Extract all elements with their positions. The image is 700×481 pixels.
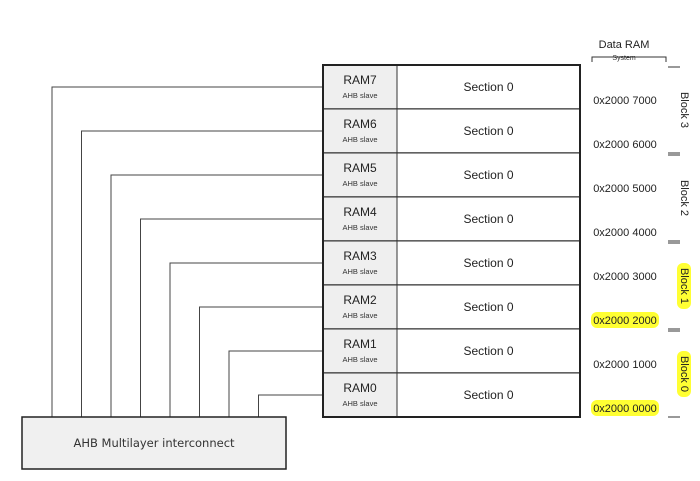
interconnect-box: [21, 416, 287, 470]
ram-cell: [322, 108, 398, 154]
section-cell: [396, 196, 581, 242]
ram-cell: [322, 372, 398, 418]
system-bracket: [591, 56, 667, 62]
ram-cell: [322, 64, 398, 110]
bus-wire: [228, 350, 323, 417]
section-label: Section 0: [463, 388, 513, 402]
block-label: Block 3: [678, 92, 690, 128]
address-label: 0x2000 7000: [593, 95, 657, 107]
block-bracket: [668, 330, 680, 418]
bus-wire: [81, 130, 323, 417]
block-brackets: Block 3 Block 2 Block 1 Block 0: [668, 66, 691, 418]
data-ram-title: Data RAM: [599, 39, 650, 51]
ram-name: RAM3: [343, 249, 377, 263]
address-label: 0x2000 2000: [593, 315, 657, 327]
ram-role: AHB slave: [342, 311, 377, 320]
section-cell: [396, 372, 581, 418]
address-label: 0x2000 6000: [593, 139, 657, 151]
address-highlight: [591, 400, 659, 416]
section-label: Section 0: [463, 80, 513, 94]
ram-name: RAM7: [343, 73, 377, 87]
address-label: 0x2000 3000: [593, 271, 657, 283]
address-labels: 0x2000 7000 0x2000 6000 0x2000 5000 0x2000 …: [591, 95, 659, 416]
section-label: Section 0: [463, 212, 513, 226]
bus-wire: [140, 218, 323, 417]
ram-name: RAM2: [343, 293, 377, 307]
ram-cell: [322, 284, 398, 330]
block-bracket: [668, 154, 680, 242]
block-label: Block 1: [678, 268, 690, 304]
bus-wire: [110, 174, 323, 417]
bus-wire: [199, 306, 323, 417]
section-label: Section 0: [463, 124, 513, 138]
section-label: Section 0: [463, 344, 513, 358]
ram-cell: [322, 240, 398, 286]
ram-cell: [322, 328, 398, 374]
section-cell: [396, 240, 581, 286]
block-highlight: [677, 351, 691, 397]
ram-cell: [322, 152, 398, 198]
bus-wire: [169, 262, 323, 417]
ram-name: RAM6: [343, 117, 377, 131]
ram-name: RAM5: [343, 161, 377, 175]
ram-role: AHB slave: [342, 223, 377, 232]
section-cell: [396, 152, 581, 198]
block-label: Block 2: [678, 180, 690, 216]
section-cell: [396, 284, 581, 330]
ram-frame: [322, 64, 581, 418]
address-label: 0x2000 5000: [593, 183, 657, 195]
section-label: Section 0: [463, 168, 513, 182]
block-bracket: [668, 66, 680, 154]
section-label: Section 0: [463, 256, 513, 270]
ram-name: RAM1: [343, 337, 377, 351]
ram-name: RAM4: [343, 205, 377, 219]
block-label: Block 0: [678, 356, 690, 392]
address-highlight: [591, 312, 659, 328]
bus-wires: [51, 86, 323, 417]
ram-role: AHB slave: [342, 355, 377, 364]
section-label: Section 0: [463, 300, 513, 314]
block-bracket: [668, 242, 680, 330]
bus-wire: [51, 86, 323, 417]
interconnect-label: AHB Multilayer interconnect: [73, 436, 235, 450]
ram-role: AHB slave: [342, 399, 377, 408]
block-highlight: [677, 263, 691, 309]
ram-role: AHB slave: [342, 91, 377, 100]
ram-role: AHB slave: [342, 179, 377, 188]
address-label: 0x2000 1000: [593, 359, 657, 371]
address-label: 0x2000 4000: [593, 227, 657, 239]
ram-role: AHB slave: [342, 135, 377, 144]
address-label: 0x2000 0000: [593, 403, 657, 415]
ram-cell: [322, 196, 398, 242]
section-cell: [396, 108, 581, 154]
bus-wire: [258, 394, 323, 417]
ram-name: RAM0: [343, 381, 377, 395]
ram-role: AHB slave: [342, 267, 377, 276]
system-label: System: [612, 55, 636, 62]
